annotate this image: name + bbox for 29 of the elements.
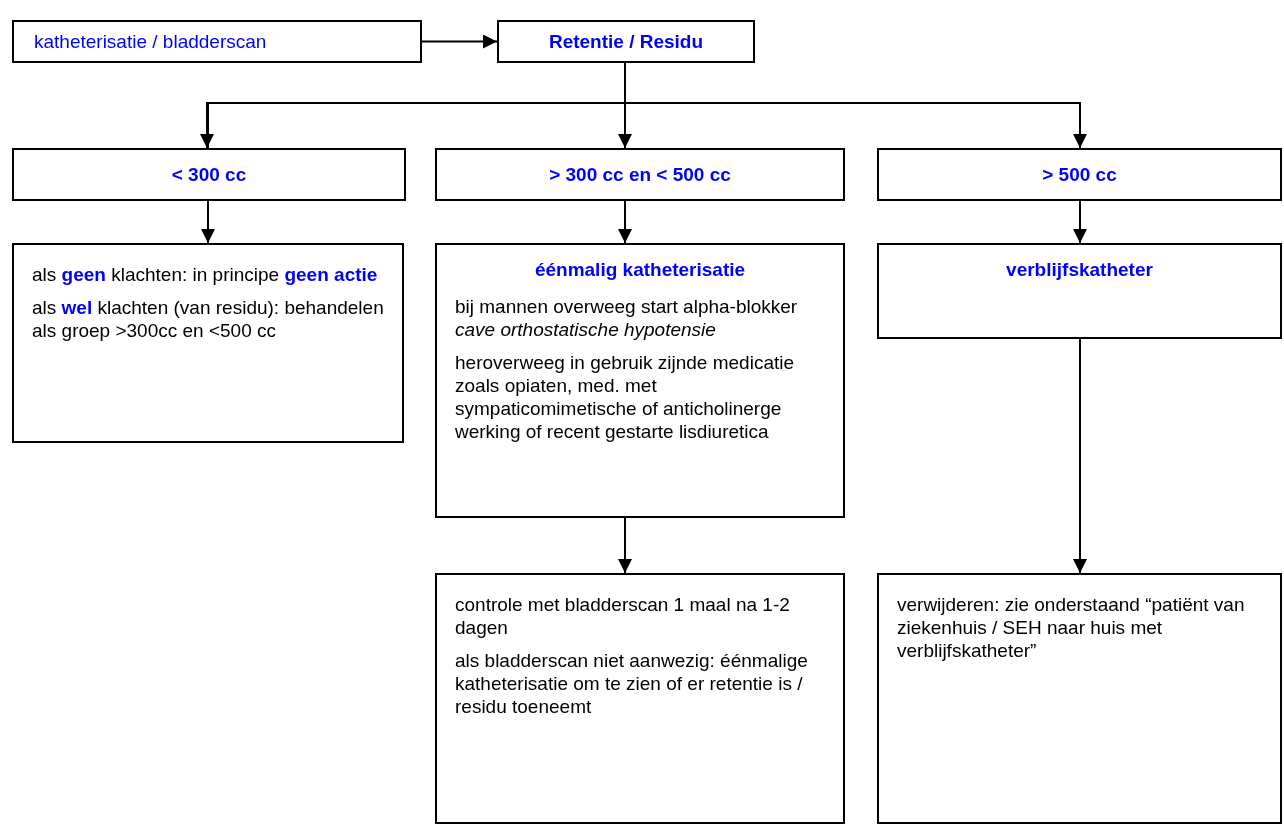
process-box (877, 243, 1282, 339)
process-box (877, 573, 1282, 824)
process-box (435, 573, 845, 824)
process-box (435, 148, 845, 201)
box-label: katheterisatie / bladderscan (34, 30, 267, 53)
box-heading: Retentie / Residu (548, 30, 704, 53)
arrow (1073, 338, 1087, 574)
box-text: verwijderen: zie onderstaand “patiënt van ziekenhuis / SEH naar huis met verblijfskatheter” (897, 593, 1246, 662)
box-text: als wel klachten (van residu): behandelen als groep >300cc en <500 cc (32, 296, 384, 342)
box-text: controle met bladderscan 1 maal na 1-2 dagen (455, 593, 791, 639)
box-heading: verblijfskatheter (1005, 259, 1154, 281)
arrow (1073, 200, 1087, 244)
process-box (497, 20, 755, 63)
arrow (618, 517, 632, 574)
box-heading: > 500 cc (1042, 163, 1117, 186)
arrow (618, 200, 632, 244)
arrow (421, 34, 498, 49)
box-text: als geen klachten: in principe geen actie (32, 263, 379, 286)
box-text: bij mannen overweeg start alpha-blokker cave orthostatische hypotensie (455, 295, 799, 341)
box-heading: < 300 cc (171, 163, 247, 186)
box-heading: éénmalig katheterisatie (533, 259, 747, 281)
process-box (12, 148, 406, 201)
process-box (435, 243, 845, 518)
box-text: als bladderscan niet aanwezig: éénmalige katheterisatie om te zien of er retentie is / residu toeneemt (455, 649, 809, 718)
box-heading: > 300 cc en < 500 cc (549, 163, 731, 186)
process-box (877, 148, 1282, 201)
process-box (12, 20, 422, 63)
process-box (12, 243, 404, 443)
box-text: heroverweeg in gebruik zijnde medicatie zoals opiaten, med. met sympaticomimetische of anticholinerge werking of recent gestarte lisdiuretica (455, 351, 796, 443)
